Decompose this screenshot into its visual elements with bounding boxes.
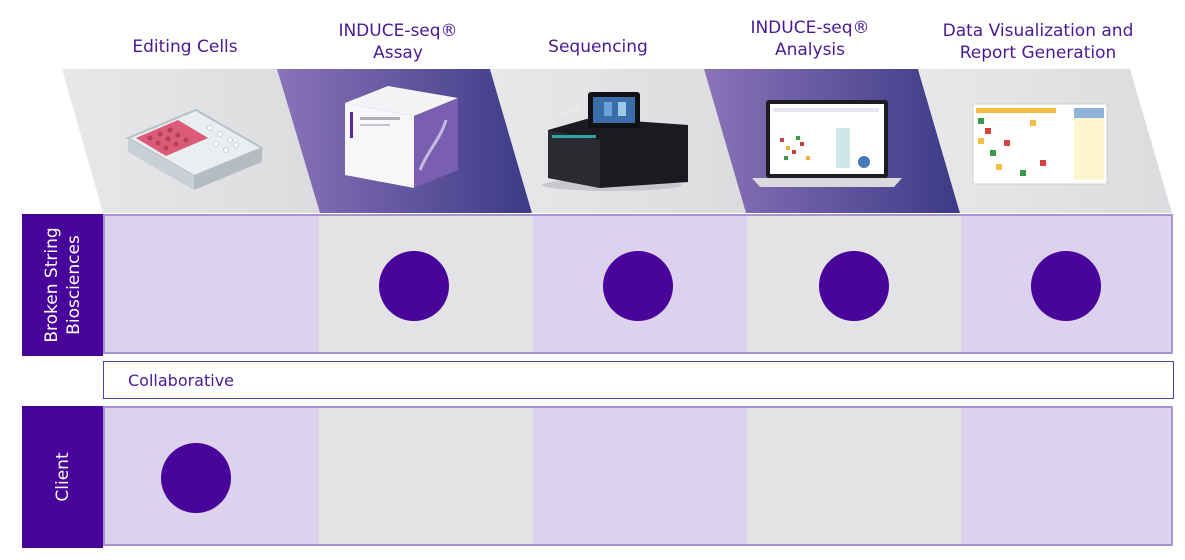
stage-panel-sequencing [490, 69, 746, 213]
responsibility-dot [379, 251, 449, 321]
row-label-broken-string: Broken String Biosciences [22, 214, 103, 356]
collaborative-label: Collaborative [128, 371, 235, 390]
report-heatmap-icon [972, 103, 1108, 185]
broken-string-cell-sequencing [533, 216, 747, 352]
row-label-client-text: Client [52, 452, 73, 502]
client-cell-sequencing [533, 408, 747, 544]
responsibility-dot [819, 251, 889, 321]
row-label-client: Client [22, 406, 103, 548]
client-cell-assay [319, 408, 533, 544]
well-plate-icon [125, 108, 265, 190]
stage-label-editing-cells: Editing Cells [132, 37, 238, 57]
broken-string-cell-assay [319, 216, 533, 352]
broken-string-cell-visualization [961, 216, 1171, 352]
stage-panel-editing-cells [62, 69, 320, 213]
stage-panel-induce-seq-analysis [704, 69, 960, 213]
sequencer-icon [542, 92, 688, 191]
assay-kit-box-icon [345, 86, 458, 188]
stage-label-data-visualization: Data Visualization and Report Generation [942, 21, 1134, 63]
collaborative-bar: Collaborative [103, 361, 1174, 399]
broken-string-cell-analysis [747, 216, 961, 352]
client-cell-editing [105, 408, 319, 544]
responsibility-dot [1031, 251, 1101, 321]
broken-string-cell-editing [105, 216, 319, 352]
client-band [103, 406, 1173, 546]
stage-panel-data-visualization [918, 69, 1172, 213]
row-label-broken-string-text: Broken String Biosciences [41, 227, 84, 343]
stage-panel-induce-seq-assay [277, 69, 532, 213]
stage-label-induce-seq-analysis: INDUCE-seq® Analysis [750, 18, 870, 60]
responsibility-dot [603, 251, 673, 321]
client-cell-analysis [747, 408, 961, 544]
client-cell-visualization [961, 408, 1171, 544]
broken-string-band [103, 214, 1173, 354]
responsibility-dot [161, 443, 231, 513]
workflow-banner [62, 69, 1172, 213]
laptop-icon [752, 100, 902, 187]
stage-label-induce-seq-assay: INDUCE-seq® Assay [338, 21, 458, 63]
stage-label-sequencing: Sequencing [548, 37, 648, 57]
